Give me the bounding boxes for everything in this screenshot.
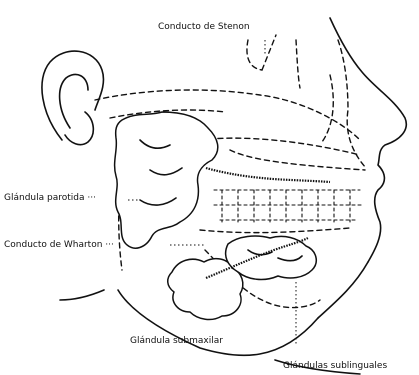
stenon-duct [206,168,330,182]
sublingual-glands [226,236,317,279]
label-glandula-parotida: Glándula parotida ··· [4,193,96,204]
label-glandula-submaxilar: Glándula submaxilar [130,336,223,347]
parotid-gland [115,112,218,248]
label-glandulas-sublinguales: Glándulas sublinguales [283,361,387,372]
label-conducto-wharton: Conducto de Wharton ··· [4,240,114,251]
label-conducto-stenon: Conducto de Stenon [158,22,250,33]
ear [42,51,104,145]
